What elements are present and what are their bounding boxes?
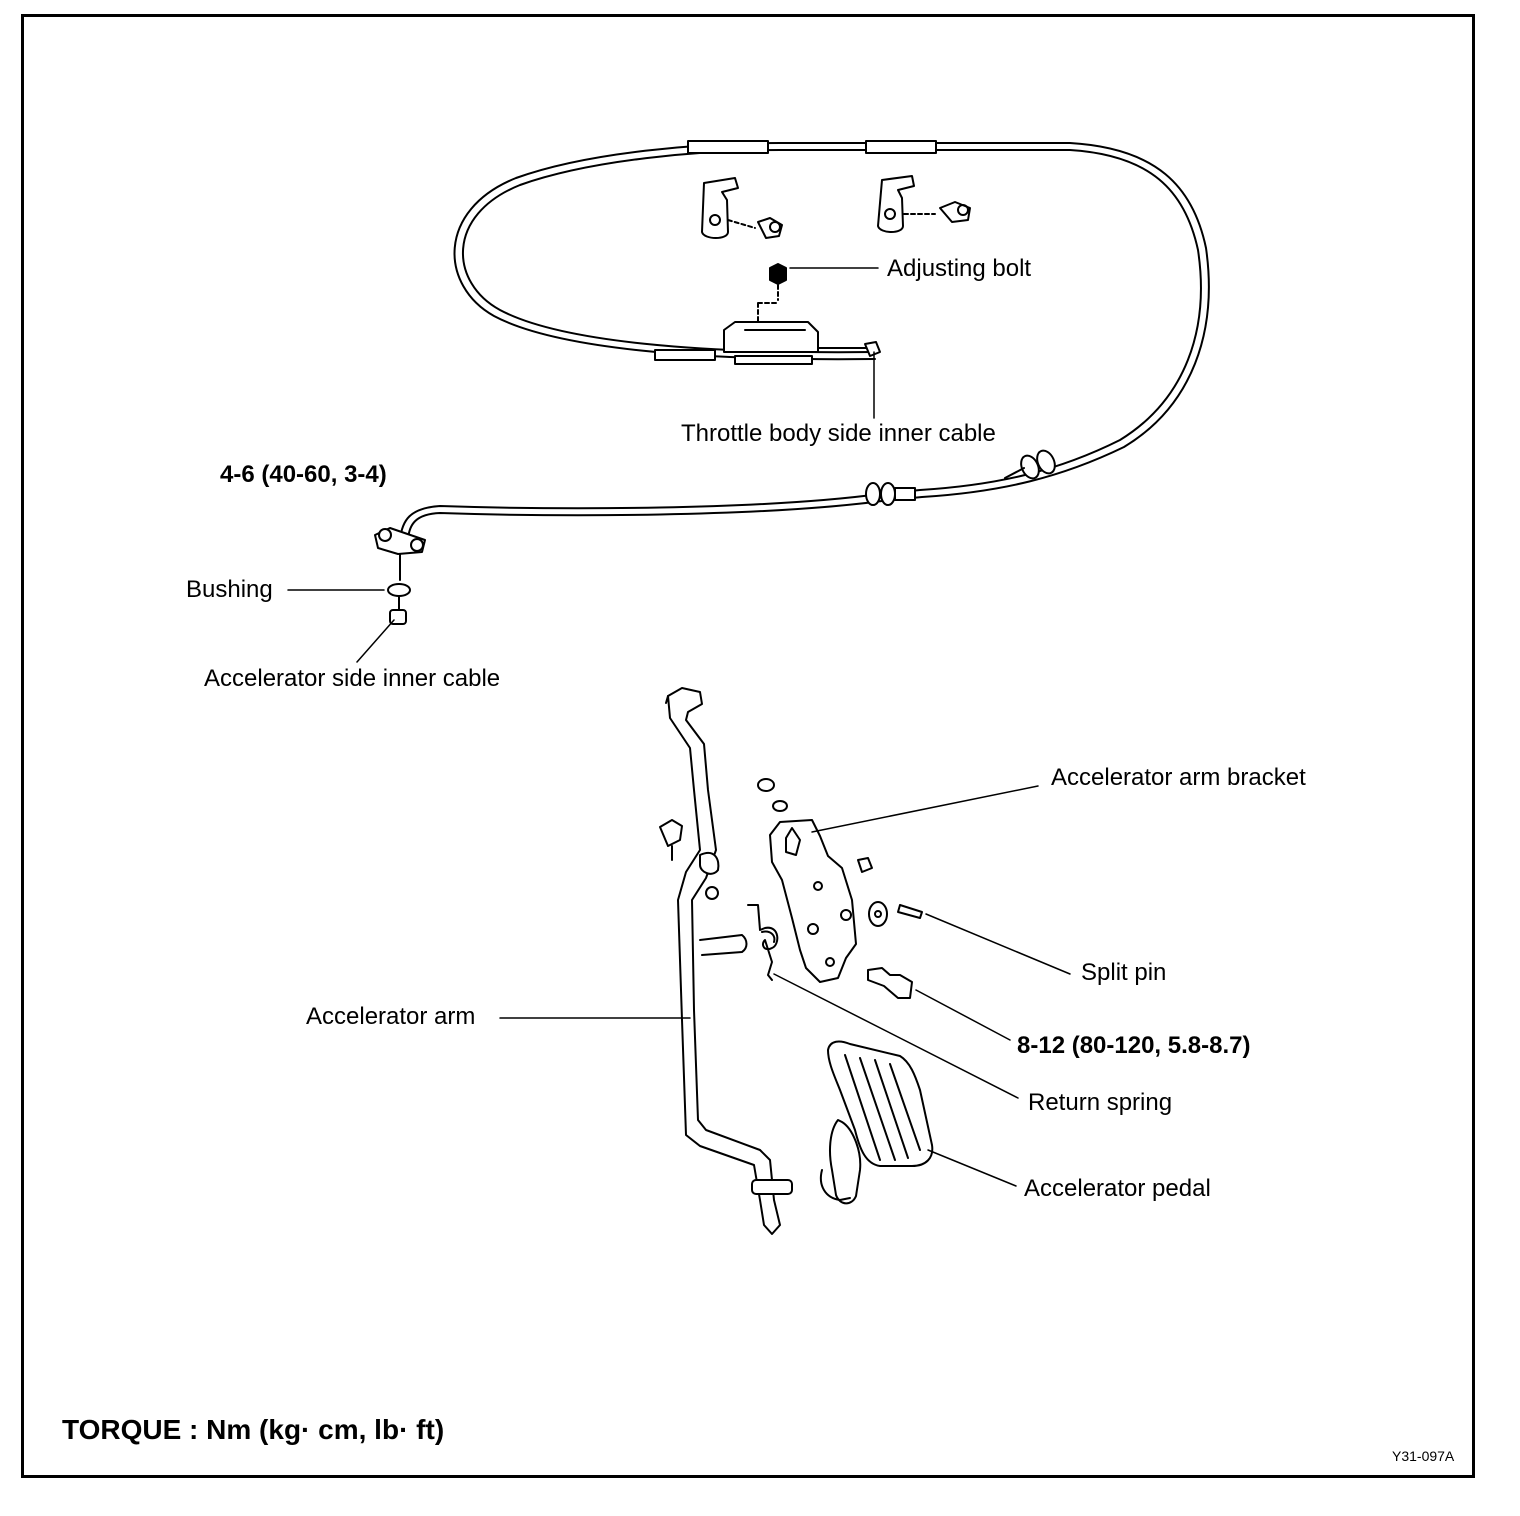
label-throttle-body-side-inner-cable: Throttle body side inner cable [681,420,996,447]
cable-bracket-right [877,175,971,233]
figure-code: Y31-097A [1392,1448,1455,1464]
label-torque-bracket-bolt: 8-12 (80-120, 5.8-8.7) [1017,1032,1251,1059]
label-accelerator-pedal: Accelerator pedal [1024,1175,1211,1202]
diagram-frame [21,14,1475,1478]
label-bushing: Bushing [186,576,273,603]
throttle-cable-bracket [723,321,881,365]
accelerator-cable [399,140,1210,541]
return-spring-part [747,904,779,981]
accelerator-cable-end [374,527,426,625]
accelerator-arm-bracket-part [757,778,923,999]
accelerator-arm-part [659,687,793,1235]
cable-bracket-left [701,177,783,239]
adjusting-bolt [757,263,787,323]
label-torque-cable-mount: 4-6 (40-60, 3-4) [220,461,387,488]
label-split-pin: Split pin [1081,959,1167,986]
label-accelerator-arm-bracket: Accelerator arm bracket [1051,764,1306,791]
label-return-spring: Return spring [1028,1089,1173,1116]
torque-units-note: TORQUE : Nm (kg· cm, lb· ft) [62,1414,445,1445]
leader-lines [287,267,1071,1187]
label-adjusting-bolt: Adjusting bolt [887,255,1032,282]
label-accelerator-side-inner-cable: Accelerator side inner cable [204,665,501,692]
accelerator-pedal-part [820,1040,934,1205]
label-accelerator-arm: Accelerator arm [306,1003,476,1030]
